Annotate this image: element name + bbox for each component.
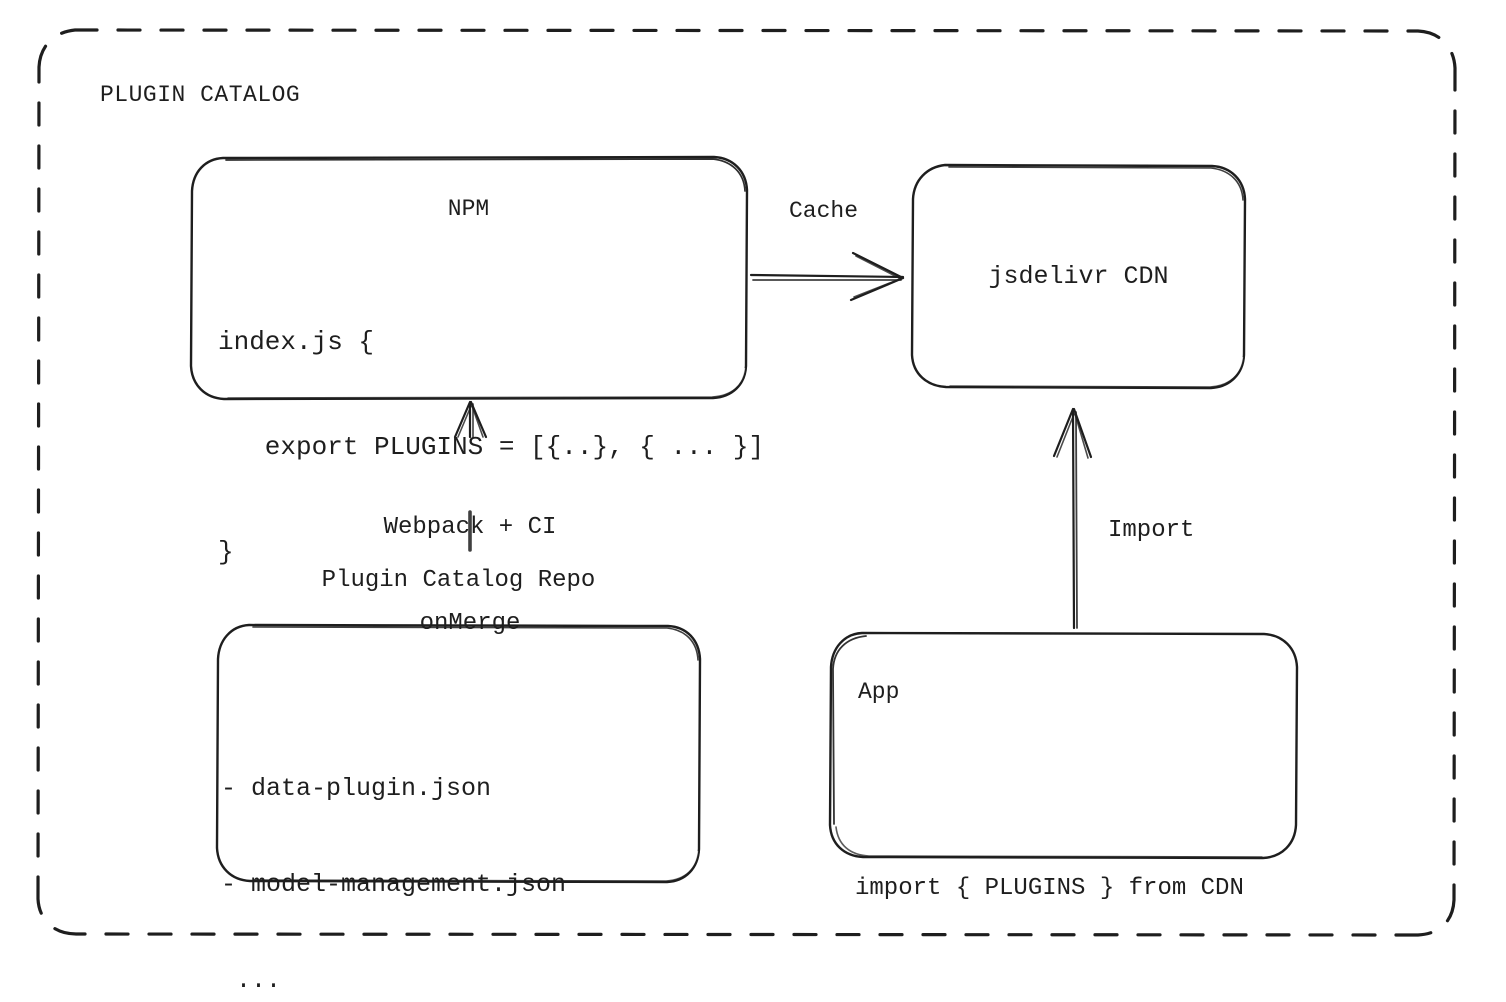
import-edge-label: Import — [1108, 517, 1195, 544]
npm-code-line-1: index.js { — [218, 327, 375, 357]
import-edge-arrow — [1052, 407, 1093, 630]
repo-file-item-1: - data-plugin.json — [221, 774, 492, 803]
npm-code-line-3: } — [218, 537, 234, 567]
repo-file-list: - data-plugin.json - model-management.js… — [221, 709, 566, 1002]
build-edge-label: Webpack + CI onMerge — [330, 448, 610, 704]
build-edge-label-line-1: Webpack + CI — [383, 514, 557, 541]
cache-edge-arrow — [749, 251, 905, 302]
repo-file-item-3: ... — [221, 966, 282, 995]
cache-edge-label: Cache — [789, 198, 859, 224]
app-code-block: import { PLUGINS } from CDN PLUGINS.forE… — [855, 739, 1244, 1002]
app-code-line-1: import { PLUGINS } from CDN — [855, 875, 1244, 902]
cdn-node-title: jsdelivr CDN — [988, 262, 1169, 291]
repo-file-item-2: - model-management.json — [221, 870, 567, 899]
npm-node-title: NPM — [447, 196, 490, 222]
repo-node-caption: Plugin Catalog Repo — [321, 567, 596, 594]
app-node-title: App — [858, 679, 900, 705]
plugin-catalog-group-title: PLUGIN CATALOG — [100, 82, 301, 108]
build-edge-label-line-2: onMerge — [419, 610, 521, 637]
npm-code-line-2: export PLUGINS = [{..}, { ... }] — [218, 432, 765, 462]
npm-code-block: index.js { export PLUGINS = [{..}, { ...… — [218, 255, 764, 640]
